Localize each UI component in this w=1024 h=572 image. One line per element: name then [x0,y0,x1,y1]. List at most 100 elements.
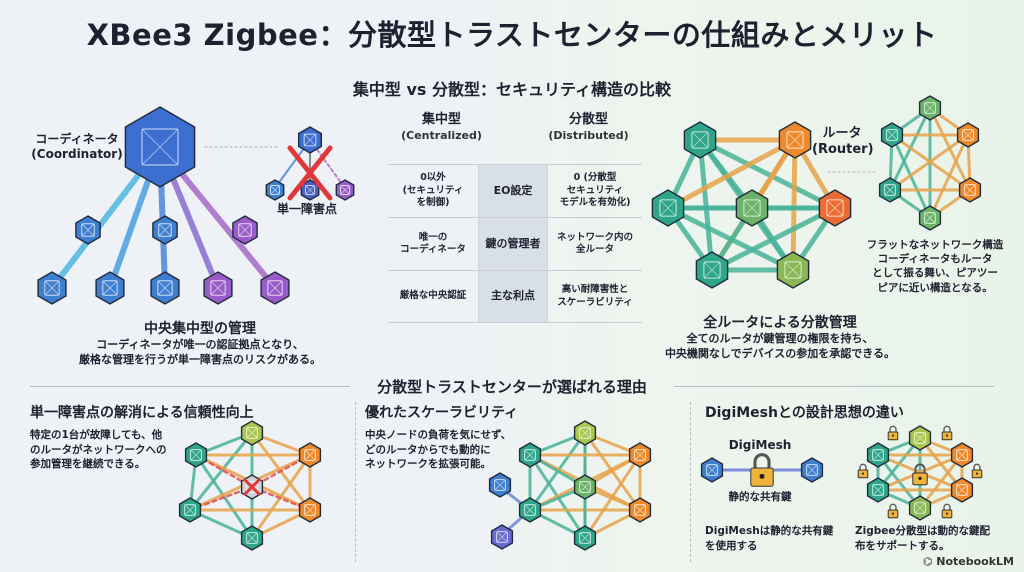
spof-label: 単一障害点 [276,202,337,216]
node-cube-icon [634,449,646,461]
cell-attribute: 鍵の管理者 [478,218,548,270]
header-text-en: (Centralized) [401,129,482,143]
node-cube-icon [304,449,316,461]
cell-distributed: ネットワーク内の 全ルータ [556,231,633,255]
node-cube-icon [691,131,709,149]
centralized-caption-line: 厳格な管理を行うが単一障害点のリスクがある。 [79,352,321,366]
node-cube-icon [246,427,258,439]
node-cube-icon [210,280,226,296]
centralized-caption-line: コーディネータが唯一の認証拠点となり、 [96,338,304,351]
node-cube-icon [634,504,646,516]
node-cube-icon [238,223,252,237]
distributed-caption-title: 全ルータによる分散管理 [703,315,857,331]
flat-structure-note: フラットなネットワーク構造 コーディネータもルータ として振る舞い、ピアツー ピ… [850,238,1020,295]
node-cube-icon [141,128,179,166]
distributed-caption: 全ルータによる分散管理 全てのルータが鍵管理の権限を持ち、 中央機関なしでデバイ… [640,312,920,362]
node-cube-icon [184,504,196,516]
cell-attribute: 主な利点 [478,271,548,322]
dynamic-key-lock-icon [973,463,981,470]
zigbee-note: Zigbee分散型は動的な鍵配 布をサポートする。 [855,524,1015,553]
node-cube-icon [496,531,508,543]
node-cube-icon [826,199,844,217]
node-cube-icon [44,280,60,296]
node-cube-icon [496,531,508,543]
reason-title: 単一障害点の解消による信頼性向上 [30,405,254,421]
node-cube-icon [743,199,761,217]
node-cube-icon [270,185,280,195]
node-cube-icon [872,484,884,496]
keyhole-icon [945,512,949,515]
node-cube-icon [884,184,896,196]
node-cube-icon [494,479,506,491]
dynamic-key-lock-icon [859,463,867,470]
node-cube-icon [924,102,936,114]
node-cube-icon [579,481,591,493]
table-row: 厳格な中央認証主な利点高い耐障害性と スケーラビリティ [388,270,642,323]
node-cube-icon [210,280,226,296]
node-cube-icon [886,129,898,141]
node-cube-icon [703,261,721,279]
node-cube-icon [157,280,173,296]
node-cube-icon [884,184,896,196]
node-cube-icon [914,502,926,514]
note-line: コーディネータもルータ [877,253,993,266]
reason-line: どのルータからでも動的に [365,443,491,456]
keyhole-icon [975,472,979,475]
column-divider [355,402,356,562]
router-link [583,453,642,540]
node-cube-icon [340,185,350,195]
node-cube-icon [303,133,317,147]
node-cube-icon [743,199,761,217]
cell-attribute: EO設定 [478,165,548,217]
router-label: ルータ (Router) [812,126,874,159]
failure-x-icon [287,145,333,201]
node-cube-icon [305,185,315,195]
node-cube-icon [238,223,252,237]
node-cube-icon [579,427,591,439]
table-header-centralized: 集中型(Centralized) [388,112,495,158]
node-cube-icon [494,479,506,491]
node-cube-icon [246,481,258,493]
keyhole-icon [759,473,765,479]
node-cube-icon [872,449,884,461]
node-cube-icon [304,504,316,516]
keyhole-icon [918,476,922,481]
node-cube-icon [956,449,968,461]
node-cube-icon [304,449,316,461]
dynamic-key-lock-icon [943,503,951,510]
node-cube-icon [826,199,844,217]
node-cube-icon [703,261,721,279]
router-link [709,205,838,273]
node-cube-icon [914,432,926,444]
comparison-table: 集中型(Centralized) 分散型(Distributed) 0以外 (セ… [388,112,642,323]
node-cube-icon [304,504,316,516]
router-link [250,453,312,540]
node-cube-icon [691,131,709,149]
node-cube-icon [924,212,936,224]
keyhole-icon [861,472,865,475]
dynamic-key-lock-icon [889,425,897,432]
node-cube-icon [962,129,974,141]
node-cube-icon [303,133,317,147]
node-cube-icon [267,280,283,296]
distributed-caption-line: 全てのルータが鍵管理の権限を持ち、 [686,332,874,345]
comparison-subtitle: 集中型 vs 分散型：セキュリティ構造の比較 [352,80,672,99]
column-divider [690,402,691,562]
node-cube-icon [102,280,118,296]
node-cube-icon [524,449,536,461]
node-cube-icon [524,504,536,516]
table-row: 唯一の コーディネータ鍵の管理者ネットワーク内の 全ルータ [388,217,642,270]
digimesh-label: DigiMesh [728,438,792,452]
node-cube-icon [158,223,172,237]
node-cube-icon [246,427,258,439]
node-cube-icon [270,185,280,195]
node-cube-icon [872,484,884,496]
page-title: XBee3 Zigbee：分散型トラストセンターの仕組みとメリット [86,18,938,52]
node-cube-icon [659,199,677,217]
node-cube-icon [634,504,646,516]
node-cube-icon [579,427,591,439]
digimesh-note: DigiMeshは静的な共有鍵 を使用する [705,524,855,553]
reason-title-digimesh: DigiMeshとの設計思想の違い [705,405,904,421]
